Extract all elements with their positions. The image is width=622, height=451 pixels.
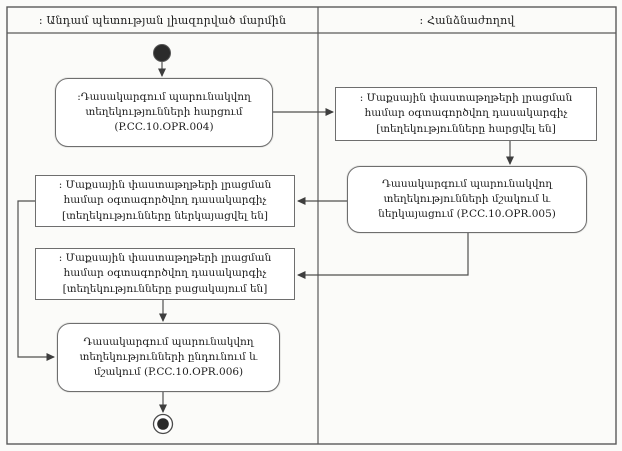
edge-p005-to-obj-missing <box>297 233 469 279</box>
action-node-p006: Դասակարգում պարունակվող տեղեկությունների… <box>57 323 280 392</box>
object-node-info-presented-label: : Մաքսային փաստաթղթերի լրացման համար օգտ… <box>58 179 272 222</box>
lane-header-member-state-body: : Անդամ պետության լիազորված մարմին <box>7 7 318 33</box>
action-node-p004: :Դասակարգում պարունակվող տեղեկություններ… <box>55 78 273 147</box>
edge-obj-presented-to-p006 <box>17 200 55 361</box>
object-node-info-missing-label: : Մաքսային փաստաթղթերի լրացման համար օգտ… <box>58 252 272 295</box>
action-node-p005-label: Դասակարգում պարունակվող տեղեկությունների… <box>378 177 556 221</box>
object-node-info-missing: : Մաքսային փաստաթղթերի լրացման համար օգտ… <box>35 248 295 300</box>
lane-header-commission-label: : Հանձնաժողով <box>419 13 515 27</box>
action-node-p004-label: :Դասակարգում պարունակվող տեղեկություններ… <box>77 90 251 134</box>
action-node-p006-label: Դասակարգում պարունակվող տեղեկությունների… <box>79 335 258 379</box>
object-node-info-presented: : Մաքսային փաստաթղթերի լրացման համար օգտ… <box>35 175 295 227</box>
object-node-info-requested: : Մաքսային փաստաթղթերի լրացման համար օգտ… <box>335 87 597 141</box>
lane-header-commission: : Հանձնաժողով <box>318 7 616 33</box>
diagram-frame <box>6 6 617 445</box>
activity-final-node-core <box>157 418 169 430</box>
activity-start-node-icon <box>153 44 171 62</box>
object-node-info-requested-label: : Մաքսային փաստաթղթերի լրացման համար օգտ… <box>359 92 573 135</box>
action-node-p005: Դասակարգում պարունակվող տեղեկությունների… <box>347 166 587 233</box>
lane-header-member-state-body-label: : Անդամ պետության լիազորված մարմին <box>38 13 287 27</box>
